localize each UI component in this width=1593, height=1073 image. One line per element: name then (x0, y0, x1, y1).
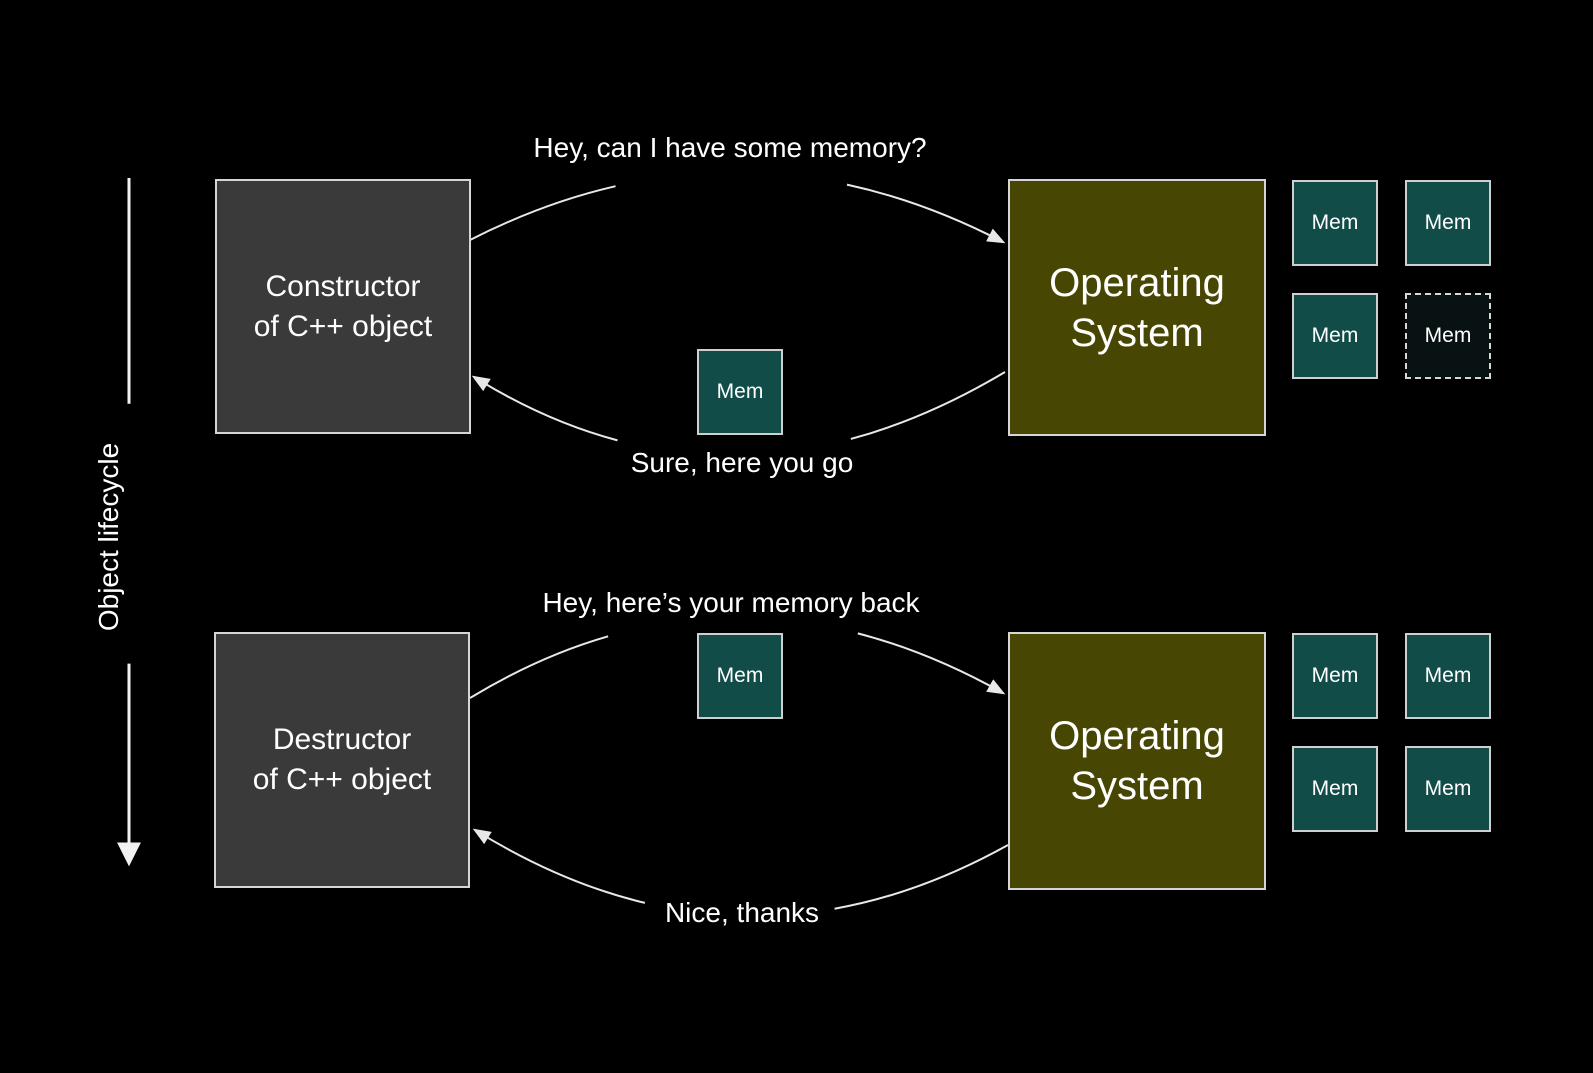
destructor-label-line1: Destructor (272, 723, 412, 757)
dealloc-return-label: Hey, here’s your memory back (542, 587, 920, 618)
mem-label: Mem (1311, 324, 1359, 347)
mem-label: Mem (1311, 211, 1359, 234)
os-top-label-line2: System (1070, 310, 1204, 355)
operating-system-box-top: Operating System (1008, 179, 1266, 436)
alloc-response-arc (471, 371, 1006, 457)
destructor-label-line2: of C++ object (252, 763, 432, 796)
dealloc-thanks-arc (472, 828, 1009, 917)
mem-label: Mem (1311, 777, 1359, 800)
mem-label: Mem (716, 380, 764, 403)
dealloc-return-arc (469, 616, 1006, 699)
os-mem-tile-freed: Mem (1405, 293, 1491, 379)
operating-system-box-bottom: Operating System (1008, 632, 1266, 890)
constructor-label-line2: of C++ object (253, 309, 433, 343)
os-bottom-label-line1: Operating (1049, 714, 1225, 758)
mem-label: Mem (1424, 211, 1472, 234)
os-mem-tile: Mem (1405, 633, 1491, 719)
mem-label: Mem (1424, 664, 1472, 687)
os-mem-tile: Mem (1292, 633, 1378, 719)
mem-label: Mem (716, 664, 764, 687)
alloc-response-label: Sure, here you go (630, 447, 854, 478)
os-top-label-line1: Operating (1049, 260, 1225, 305)
transferred-mem-tile-bottom: Mem (697, 633, 783, 719)
constructor-box: Constructor of C++ object (215, 179, 471, 434)
os-mem-tile: Mem (1292, 746, 1378, 832)
dealloc-thanks-label: Nice, thanks (664, 897, 820, 928)
os-mem-tile: Mem (1292, 293, 1378, 379)
mem-label: Mem (1424, 324, 1472, 347)
mem-label: Mem (1311, 664, 1359, 687)
os-mem-tile: Mem (1292, 180, 1378, 266)
constructor-label-line1: Constructor (265, 269, 421, 303)
object-lifecycle-label: Object lifecycle (93, 442, 124, 632)
os-mem-tile: Mem (1405, 746, 1491, 832)
os-mem-tile: Mem (1405, 180, 1491, 266)
alloc-request-arc (469, 171, 1006, 244)
os-bottom-label-line2: System (1070, 764, 1204, 808)
alloc-request-label: Hey, can I have some memory? (533, 132, 927, 163)
mem-label: Mem (1424, 777, 1472, 800)
destructor-box: Destructor of C++ object (214, 632, 470, 888)
transferred-mem-tile-top: Mem (697, 349, 783, 435)
